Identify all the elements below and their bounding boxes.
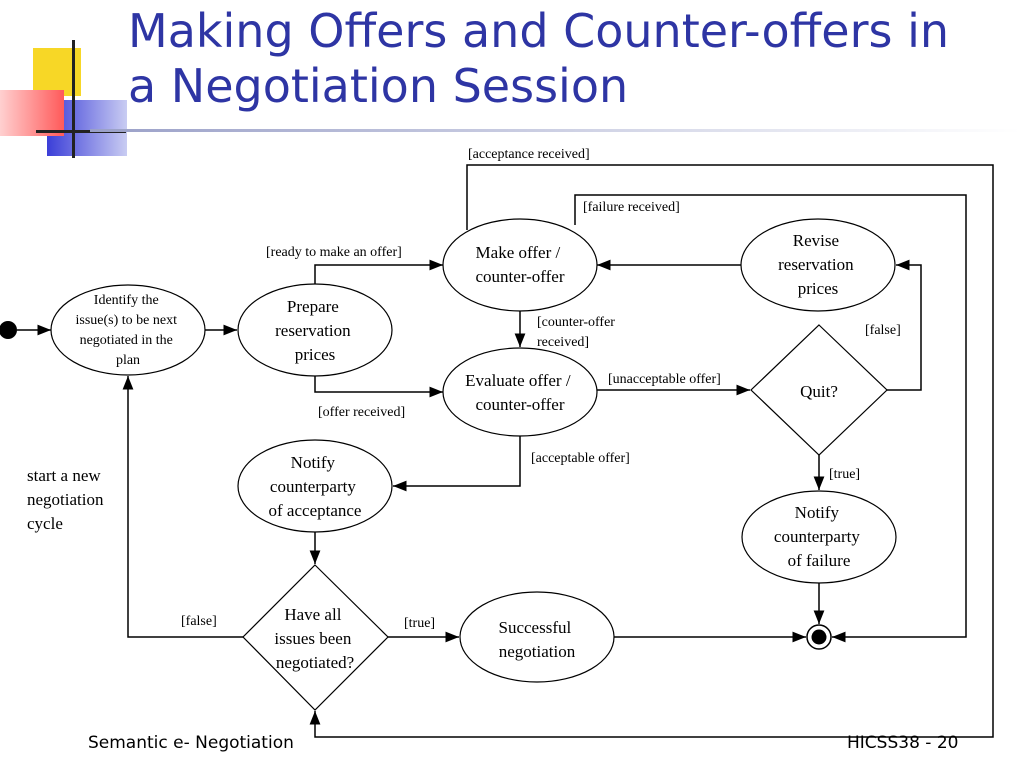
guard-true-all-negotiated: [true] <box>404 616 435 631</box>
node-successful-negotiation: Successful negotiation <box>459 591 615 683</box>
guard-offer-received: [offer received] <box>318 405 405 420</box>
guard-unacceptable-offer: [unacceptable offer] <box>608 372 721 387</box>
guard-false-all-negotiated: [false] <box>181 614 217 629</box>
svg-text:Notify counterparty: Notify counterparty of failure <box>774 503 864 570</box>
guard-ready-to-offer: [ready to make an offer] <box>266 245 402 260</box>
initial-node <box>0 321 17 339</box>
title-underline <box>90 129 1020 132</box>
guard-true-quit: [true] <box>829 467 860 482</box>
flow-prepare-to-make-offer <box>314 259 443 284</box>
node-make-offer: Make offer / counter-offer <box>442 218 598 312</box>
title-line-1: Making Offers and Counter-offers in <box>128 4 950 58</box>
flow-quit-false-to-revise <box>887 259 922 391</box>
node-all-negotiated-decision: Have all issues been negotiated? <box>242 564 389 711</box>
node-notify-acceptance: Notify counterparty of acceptance <box>237 439 393 533</box>
final-node <box>806 624 832 650</box>
guard-counter-offer-received: [counter-offer received] <box>537 315 618 350</box>
svg-text:Evaluate offer / count: Evaluate offer / counter-offer <box>465 371 575 414</box>
flow-failure-received-to-final <box>574 194 967 643</box>
slide-title: Making Offers and Counter-offers in a Ne… <box>128 4 949 114</box>
svg-text:Revise reservation: Revise reservation prices <box>778 231 858 298</box>
annotation-new-cycle: start a new negotiation cycle <box>27 466 108 533</box>
title-line-2: a Negotiation Session <box>128 59 629 113</box>
footer-right: HICSS38 - 20 <box>847 733 959 753</box>
flow-acceptance-received-to-decision <box>309 164 994 738</box>
node-quit-decision: Quit? <box>750 324 888 456</box>
corner-decoration <box>0 0 130 160</box>
flow-prepare-to-evaluate <box>314 376 443 398</box>
svg-text:Identify the issue(s): Identify the issue(s) to be next negotia… <box>76 293 181 368</box>
svg-text:Make offer / counter-o: Make offer / counter-offer <box>475 243 564 286</box>
svg-text:Notify counterparty: Notify counterparty of acceptance <box>269 453 362 520</box>
node-revise: Revise reservation prices <box>740 218 896 312</box>
node-notify-failure: Notify counterparty of failure <box>741 490 897 584</box>
flow-evaluate-acceptable-to-notify-acceptance <box>393 436 521 492</box>
node-identify: Identify the issue(s) to be next negotia… <box>50 284 206 376</box>
guard-acceptance-received: [acceptance received] <box>468 147 590 162</box>
svg-text:Prepare reservation: Prepare reservation prices <box>275 297 355 364</box>
guard-acceptable-offer: [acceptable offer] <box>531 451 630 466</box>
guard-false-quit: [false] <box>865 323 901 338</box>
svg-text:Have all issues been: Have all issues been negotiated? <box>274 605 355 672</box>
guard-failure-received: [failure received] <box>583 200 680 215</box>
node-evaluate: Evaluate offer / counter-offer <box>442 347 598 437</box>
flow-decision-false-to-identify <box>122 376 243 638</box>
footer-left: Semantic e- Negotiation <box>88 733 294 753</box>
svg-text:Quit?: Quit? <box>800 382 838 401</box>
svg-text:Successful negotiation: Successful negotiation <box>499 618 576 661</box>
node-prepare: Prepare reservation prices <box>237 283 393 377</box>
